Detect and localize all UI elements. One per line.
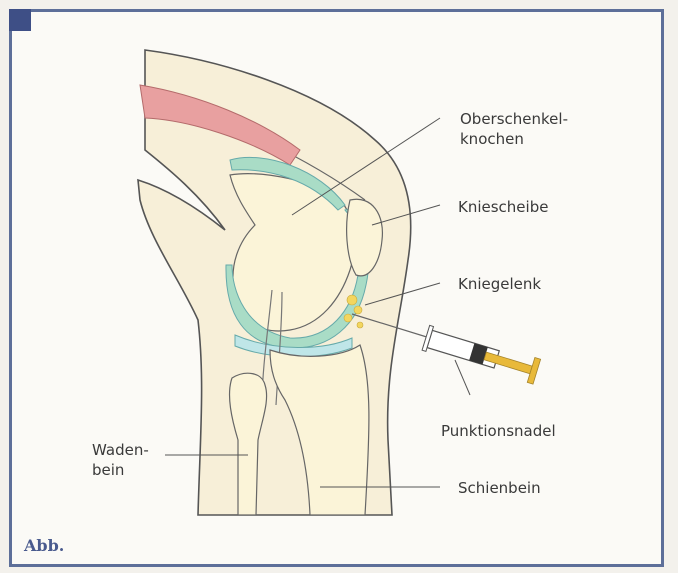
label-tibia: Schienbein [458, 478, 541, 498]
label-femur: Oberschenkel- knochen [460, 109, 568, 149]
label-knee-joint: Kniegelenk [458, 274, 541, 294]
label-patella: Kniescheibe [458, 197, 548, 217]
label-needle: Punktionsnadel [441, 421, 556, 441]
syringe [422, 325, 541, 384]
figure-caption: Abb. [24, 536, 64, 555]
label-fibula: Waden- bein [92, 440, 149, 480]
